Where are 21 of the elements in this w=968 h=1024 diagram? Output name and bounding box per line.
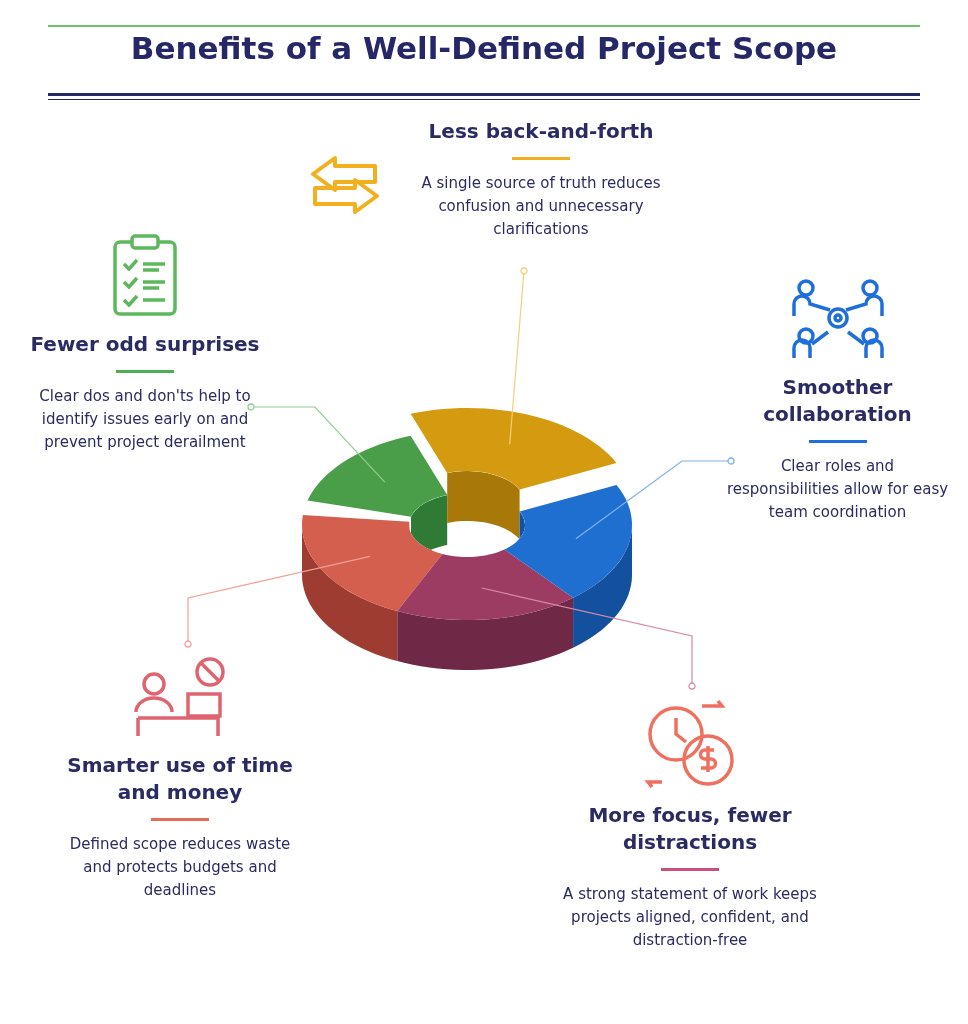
- leader-line: [575, 457, 735, 540]
- donut-segment: [302, 515, 443, 662]
- leader-line: [247, 403, 386, 483]
- donut-segment: [397, 549, 574, 670]
- benefit-heading: Less back-and-forth: [428, 118, 654, 145]
- benefit-heading: More focus, fewer distractions: [587, 802, 793, 856]
- donut-segment: [410, 408, 617, 490]
- donut-segment: [504, 484, 632, 648]
- leader-line: [481, 587, 696, 690]
- benefit-heading: Smarter use of time and money: [66, 752, 294, 806]
- benefit-description: Defined scope reduces waste and protects budgets and deadlines: [68, 834, 292, 901]
- benefit-description: A strong statement of work keeps projects aligned, confident, and distraction-free: [562, 884, 818, 951]
- leader-line: [509, 267, 528, 445]
- benefit-description: A single source of truth reduces confusion and unnecessary clarifications: [420, 173, 662, 240]
- leader-line: [184, 555, 371, 648]
- benefit-heading: Fewer odd surprises: [30, 331, 260, 358]
- benefit-description: Clear dos and don'ts help to identify issues early on and prevent project derailment: [38, 386, 252, 453]
- benefit-heading: Smoother collaboration: [762, 374, 913, 428]
- donut-segment: [307, 435, 448, 517]
- title: Benefits of a Well-Defined Project Scope: [129, 30, 839, 66]
- benefit-description: Clear roles and responsibilities allow for easy team coordination: [725, 456, 950, 523]
